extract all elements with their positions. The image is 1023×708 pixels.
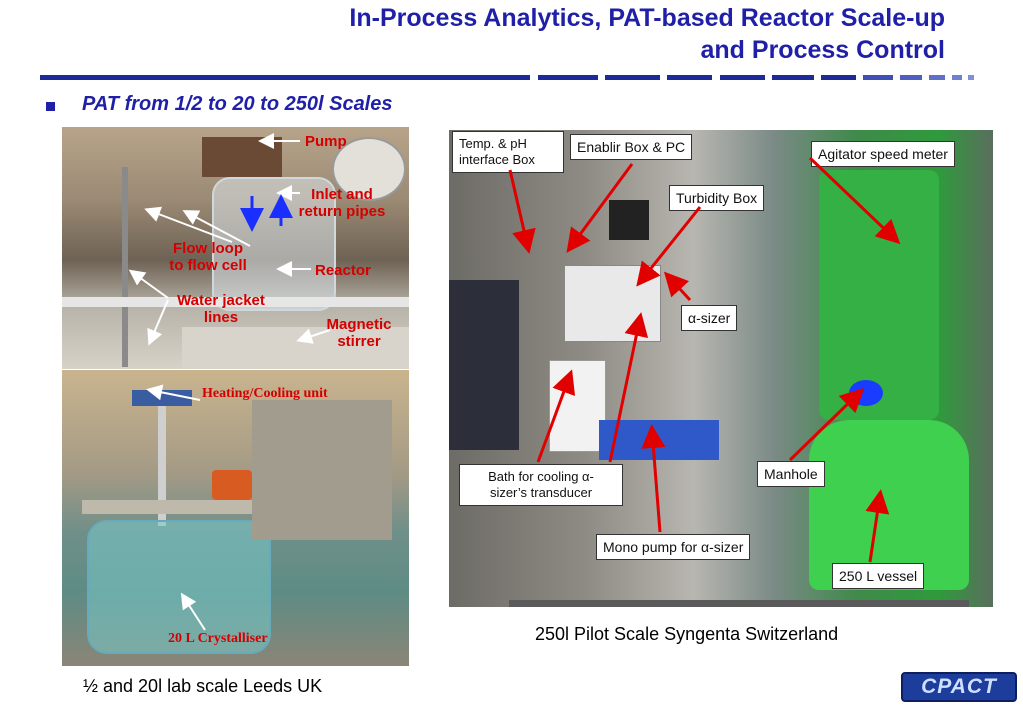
arrow-stirrer <box>296 328 331 344</box>
label-stirrer-line1: Magnetic <box>326 316 392 333</box>
section-subtitle: PAT from 1/2 to 20 to 250l Scales <box>82 93 393 115</box>
arrow-bath <box>536 369 576 463</box>
arrow-vessel <box>865 489 890 563</box>
label-water-jacket: Water jacket lines <box>163 292 279 326</box>
arrow-water-jacket-1 <box>128 269 169 299</box>
label-inlet-line1: Inlet and <box>311 186 373 203</box>
arrow-flow-loop-2 <box>144 206 233 243</box>
label-pump: Pump <box>305 133 347 150</box>
divider-segment <box>720 75 765 80</box>
arrow-crystalliser <box>180 592 206 631</box>
caption-lab: ½ and 20l lab scale Leeds UK <box>83 676 323 696</box>
label-turbidity-box: Turbidity Box <box>669 185 765 211</box>
page-title: In-Process Analytics, PAT-based Reactor … <box>145 2 945 66</box>
divider-segment <box>929 75 945 80</box>
label-bath-line2: sizer’s transducer <box>489 485 593 500</box>
label-stirrer-line2: stirrer <box>337 333 381 350</box>
label-inlet-line2: return pipes <box>298 203 386 220</box>
stirrer-shaft-shape <box>158 406 166 526</box>
arrow-bath-2 <box>608 312 649 463</box>
label-flow-line2: to flow cell <box>169 257 247 274</box>
arrow-turbidity <box>636 206 702 287</box>
divider-segment <box>772 75 814 80</box>
vessel-upper-shape <box>819 170 939 420</box>
label-temp-line2: interface Box <box>459 152 535 167</box>
floor-rail-shape <box>509 600 969 607</box>
caption-pilot: 250l Pilot Scale Syngenta Switzerland <box>535 624 839 644</box>
lid-plate-shape <box>82 500 302 514</box>
label-crystalliser: 20 L Crystalliser <box>168 631 268 646</box>
cpact-logo: CPACT <box>901 672 1017 702</box>
divider-segment <box>968 75 974 80</box>
label-water-line2: lines <box>203 309 239 326</box>
title-line-2: and Process Control <box>700 36 946 64</box>
divider-segment <box>538 75 598 80</box>
gauge-shape <box>332 137 406 201</box>
label-inlet-return-pipes: Inlet and return pipes <box>284 186 400 220</box>
pump-head-shape <box>212 470 252 500</box>
clamp-rod-shape <box>122 167 128 367</box>
label-water-line1: Water jacket <box>177 292 265 309</box>
divider-segment <box>605 75 660 80</box>
arrow-alpha-sizer <box>663 271 692 302</box>
bullet-icon <box>46 102 55 111</box>
arrow-flow-loop-1 <box>182 210 251 247</box>
label-agitator-speed-meter: Agitator speed meter <box>811 141 955 167</box>
control-panel-shape <box>449 280 519 450</box>
arrow-agitator <box>808 156 901 245</box>
label-flow-line1: Flow loop <box>173 240 243 257</box>
divider-segment <box>821 75 856 80</box>
arrow-enablir <box>566 163 634 253</box>
label-enablir-box: Enablir Box & PC <box>570 134 693 160</box>
label-mono-pump: Mono pump for α-sizer <box>596 534 751 560</box>
lab-reactor-photo-small <box>62 127 409 369</box>
label-250l-vessel: 250 L vessel <box>832 563 925 589</box>
divider-segment <box>900 75 922 80</box>
label-bath-cooling: Bath for cooling α- sizer’s transducer <box>459 464 623 506</box>
label-alpha-sizer: α-sizer <box>681 305 738 331</box>
divider-segment <box>952 75 962 80</box>
label-temp-line1: Temp. & pH <box>459 136 527 151</box>
lab-crystalliser-photo <box>62 370 409 666</box>
vessel-shape <box>87 520 271 654</box>
label-bath-line1: Bath for cooling α- <box>488 469 594 484</box>
stirrer-plate-shape <box>182 327 409 369</box>
tubing-shape <box>62 297 409 307</box>
arrow-water-jacket-2 <box>147 299 169 346</box>
title-line-1: In-Process Analytics, PAT-based Reactor … <box>349 4 945 32</box>
label-temp-ph-box: Temp. & pH interface Box <box>452 131 564 173</box>
label-reactor: Reactor <box>315 262 371 279</box>
arrow-mono-pump <box>641 424 666 533</box>
label-magnetic-stirrer: Magnetic stirrer <box>313 316 405 350</box>
divider-segment <box>863 75 893 80</box>
divider-segment <box>667 75 712 80</box>
arrow-manhole <box>788 387 865 462</box>
arrow-temp-ph <box>508 169 536 254</box>
arrow-heating <box>146 384 201 401</box>
pc-monitor-shape <box>609 200 649 240</box>
label-heating-cooling-unit: Heating/Cooling unit <box>202 386 328 401</box>
label-manhole: Manhole <box>757 461 825 487</box>
chiller-unit-shape <box>252 400 392 540</box>
divider-segment <box>40 75 530 80</box>
label-flow-loop: Flow loop to flow cell <box>150 240 266 274</box>
